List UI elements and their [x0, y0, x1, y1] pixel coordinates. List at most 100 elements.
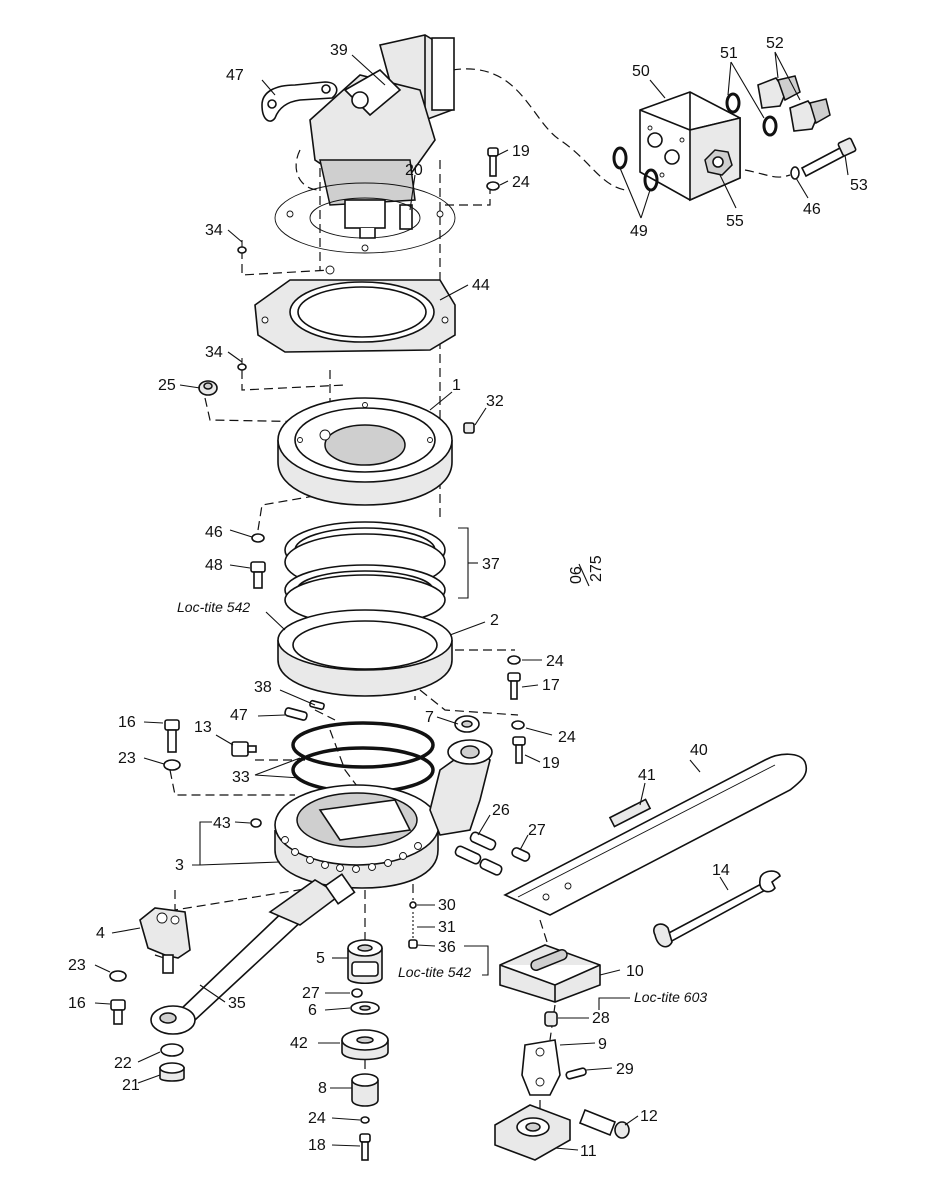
part-26-pivot-arm: [429, 739, 493, 836]
label-48: 48: [205, 557, 223, 574]
label-44: 44: [472, 277, 490, 294]
part-35-cylinder: [150, 873, 356, 1035]
label-12: 12: [640, 1108, 658, 1125]
part-13-plug: [231, 741, 257, 757]
small-fasteners: [198, 240, 475, 589]
label-34-top: 34: [205, 222, 223, 239]
label-9: 9: [598, 1036, 607, 1053]
label-18: 18: [308, 1137, 326, 1154]
part-28: [544, 1011, 558, 1027]
part-9-bracket: [521, 1039, 587, 1096]
part-4-clevis: [139, 907, 191, 974]
part-7-bearing: [454, 715, 480, 733]
label-46-mid: 46: [205, 524, 223, 541]
label-53: 53: [850, 177, 868, 194]
label-36: 36: [438, 939, 456, 956]
loctite-542-top: Loc-tite 542: [177, 599, 250, 615]
drawing-reference: 06 275: [568, 555, 605, 587]
part-10-clamp-plate: [499, 944, 601, 1003]
label-14: 14: [712, 862, 730, 879]
label-16-bot: 16: [68, 995, 86, 1012]
part-gasket-plate: [274, 182, 456, 254]
label-27-c: 27: [302, 985, 320, 1002]
label-3: 3: [175, 857, 184, 874]
label-41: 41: [638, 767, 656, 784]
part-14-wrench: [653, 870, 781, 948]
label-52: 52: [766, 35, 784, 52]
label-1: 1: [452, 377, 461, 394]
part-number-labels: 47 39 20 19 24 34 44 34 25 1 32 46 48 37…: [68, 35, 868, 1160]
part-40-guide-bar: [503, 753, 808, 916]
label-16-top: 16: [118, 714, 136, 731]
label-31: 31: [438, 919, 456, 936]
label-23-bot: 23: [68, 957, 86, 974]
part-2-ring: [277, 609, 453, 697]
part-22-21-washer-nut: [159, 1043, 185, 1082]
label-24-c: 24: [308, 1110, 326, 1127]
part-11-base-pad: [494, 1104, 630, 1161]
label-46-r: 46: [803, 201, 821, 218]
label-27-r: 27: [528, 822, 546, 839]
label-19-r: 19: [542, 755, 560, 772]
label-20: 20: [405, 162, 423, 179]
drawing-ref-bottom: 275: [588, 555, 605, 582]
label-21: 21: [122, 1077, 140, 1094]
label-47-mid: 47: [230, 707, 248, 724]
label-2: 2: [490, 612, 499, 629]
label-24-top: 24: [512, 174, 530, 191]
part-47-38-pins: [284, 699, 325, 721]
label-11: 11: [580, 1143, 597, 1160]
label-13: 13: [194, 719, 212, 736]
part-39-motor: [309, 34, 455, 239]
part-47-handle: [261, 81, 338, 122]
parts-30-31-36: [408, 901, 418, 949]
label-33: 33: [232, 769, 250, 786]
label-28: 28: [592, 1010, 610, 1027]
valve-fittings: [612, 75, 857, 192]
part-33-o-rings: [291, 721, 435, 794]
label-25: 25: [158, 377, 176, 394]
label-22: 22: [114, 1055, 132, 1072]
leader-lines: [94, 51, 849, 1151]
label-10: 10: [626, 963, 644, 980]
part-1-housing-ring: [277, 397, 453, 506]
label-55: 55: [726, 213, 744, 230]
label-29: 29: [616, 1061, 634, 1078]
label-32: 32: [486, 393, 504, 410]
label-23-top: 23: [118, 750, 136, 767]
right-fasteners: [486, 147, 526, 764]
label-49: 49: [630, 223, 648, 240]
label-24-r1: 24: [546, 653, 564, 670]
label-7: 7: [425, 709, 434, 726]
label-17: 17: [542, 677, 560, 694]
label-24-r2: 24: [558, 729, 576, 746]
drawing-ref-top: 06: [568, 566, 585, 584]
part-44-adapter-plate: [254, 265, 456, 353]
part-50-valve-block: [639, 91, 741, 202]
pins-26-27: [454, 831, 531, 876]
label-40: 40: [690, 742, 708, 759]
label-26: 26: [492, 802, 510, 819]
label-6: 6: [308, 1002, 317, 1019]
label-42: 42: [290, 1035, 308, 1052]
label-30: 30: [438, 897, 456, 914]
label-4: 4: [96, 925, 105, 942]
label-43: 43: [213, 815, 231, 832]
part-3-base-race: [274, 784, 440, 889]
label-19-top: 19: [512, 143, 530, 160]
label-51: 51: [720, 45, 738, 62]
label-38: 38: [254, 679, 272, 696]
label-5: 5: [316, 950, 325, 967]
label-35: 35: [228, 995, 246, 1012]
label-39: 39: [330, 42, 348, 59]
label-50: 50: [632, 63, 650, 80]
label-47-top: 47: [226, 67, 244, 84]
part-43: [250, 818, 262, 828]
label-34-mid: 34: [205, 344, 223, 361]
loctite-603: Loc-tite 603: [634, 989, 707, 1005]
label-37: 37: [482, 556, 500, 573]
loctite-542-bottom: Loc-tite 542: [398, 964, 471, 980]
center-shaft-stack: [341, 939, 389, 1161]
